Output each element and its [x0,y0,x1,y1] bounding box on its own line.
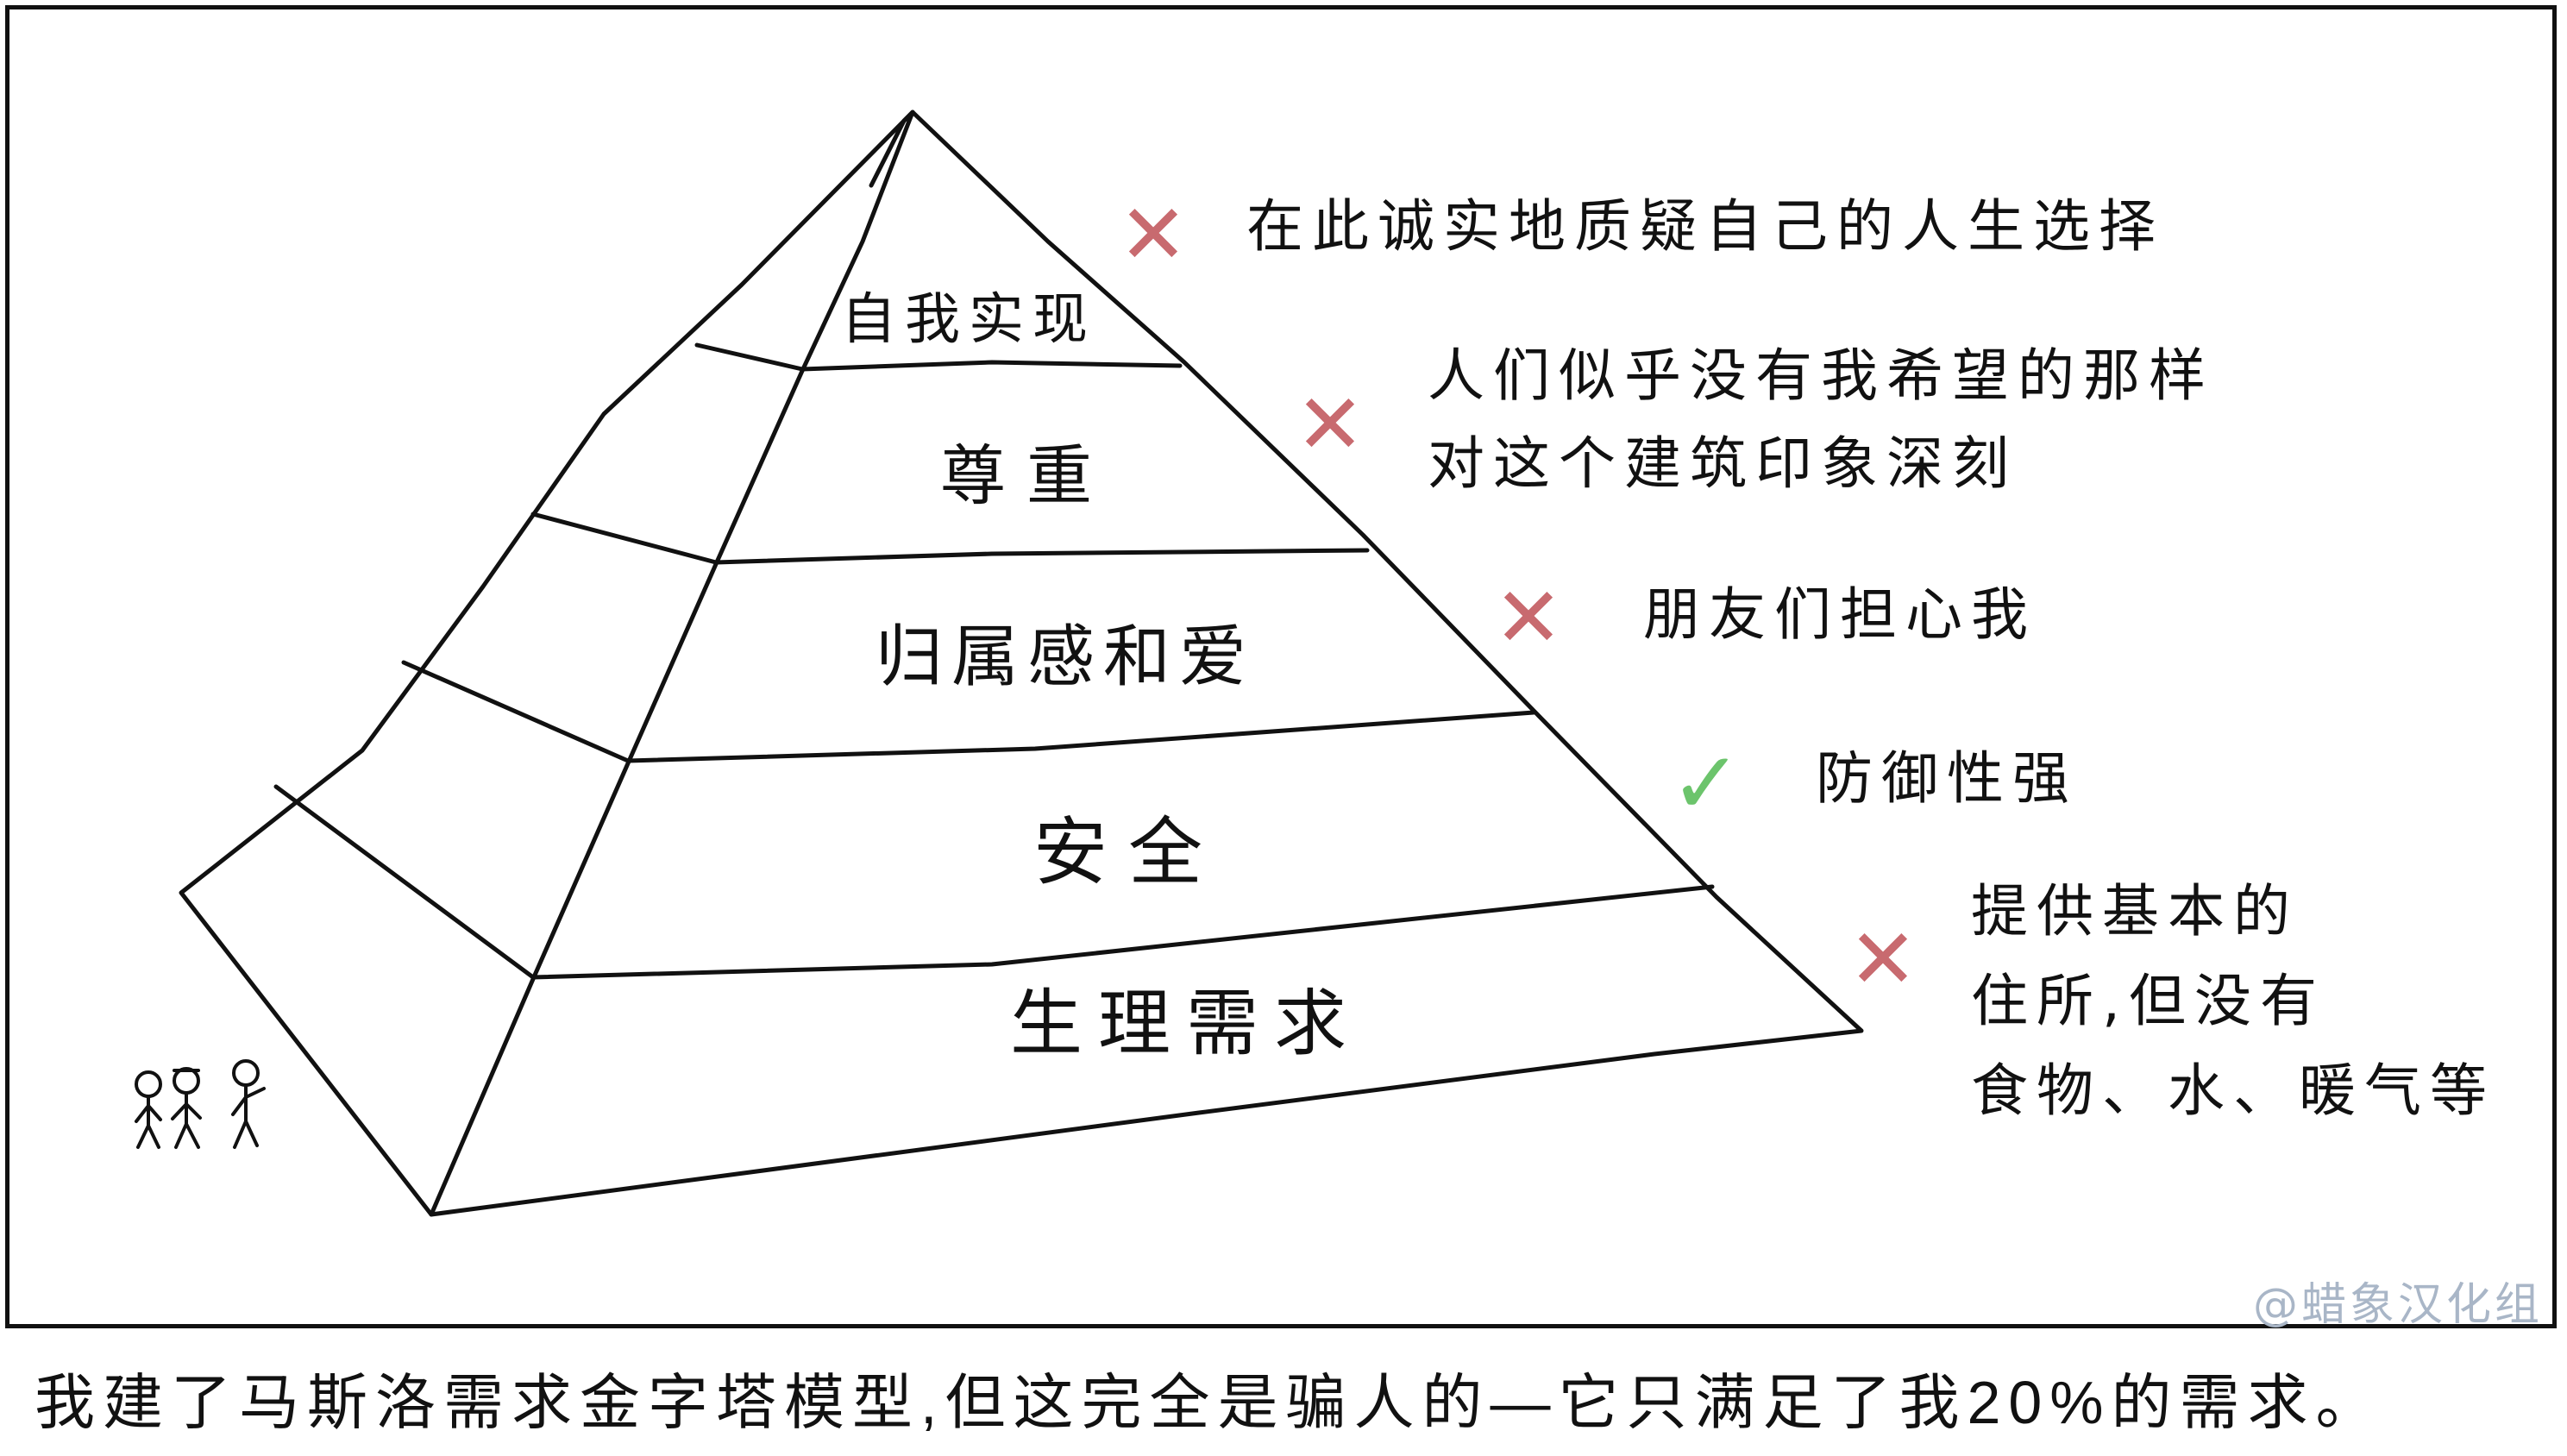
cross-mark-2: ✕ [1295,376,1365,473]
pyramid-ridge [869,110,915,188]
side-line-4 [273,784,536,980]
pyramid-side-face [179,110,915,1217]
cross-mark-5: ✕ [1848,911,1918,1007]
tier-label-safety: 安全 [1033,809,1223,896]
annotation-line: 提供基本的 [1971,878,2299,945]
translator-credit: @蜡象汉化组 [2252,1279,2543,1331]
tier-label-self-actualization: 自我实现 [841,288,1096,352]
annotation-line: 住所,但没有 [1971,968,2325,1034]
side-line-2 [530,511,719,565]
annotation-text-1: 在此诚实地质疑自己的人生选择 [1246,193,2164,260]
cross-mark-3: ✕ [1493,569,1564,666]
annotation-text-4: 防御性强 [1816,745,2078,812]
annotation-text-3: 朋友们担心我 [1643,581,2037,648]
side-line-1 [694,342,805,372]
tier-line-2 [713,548,1370,565]
annotation-text-2: 人们似乎没有我希望的那样 对这个建筑印象深刻 [1428,332,2214,508]
tier-label-esteem: 尊重 [940,437,1113,514]
annotation-line: 食物、水、暖气等 [1971,1057,2495,1124]
annotation-text-5: 提供基本的 住所,但没有 食物、水、暖气等 [1971,867,2495,1136]
comic-panel [5,5,2557,1328]
stick-figures [135,1059,266,1149]
annotation-line: 对这个建筑印象深刻 [1428,430,2018,497]
check-mark-4: ✓ [1670,732,1742,834]
pyramid-front-face [429,110,1864,1217]
side-line-3 [401,660,631,763]
tier-label-love-belonging: 归属感和爱 [875,618,1256,696]
tier-line-3 [625,710,1536,763]
tier-line-1 [800,360,1183,372]
comic-caption: 我建了马斯洛需求金字塔模型,但这完全是骗人的—它只满足了我20%的需求。 [35,1369,2384,1436]
tier-line-4 [530,884,1715,980]
annotation-line: 人们似乎没有我希望的那样 [1428,342,2214,409]
tier-label-physiological: 生理需求 [1009,981,1363,1066]
cross-mark-1: ✕ [1118,186,1189,283]
